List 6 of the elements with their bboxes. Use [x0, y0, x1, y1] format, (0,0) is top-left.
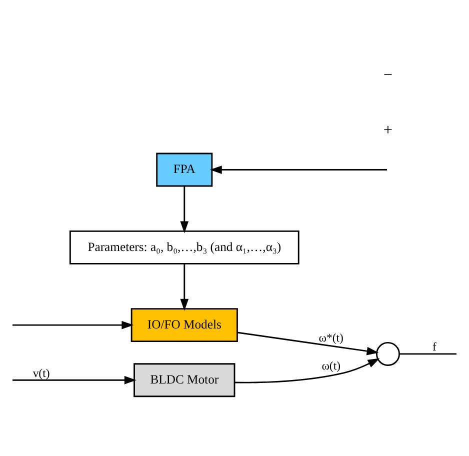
edge-label: ω*(t) — [318, 332, 344, 345]
edge-label: ω(t) — [322, 360, 340, 373]
label: − — [383, 66, 393, 84]
edge-label: v(t) — [32, 366, 50, 380]
edge-label: f — [432, 340, 436, 354]
label: + — [383, 120, 393, 139]
